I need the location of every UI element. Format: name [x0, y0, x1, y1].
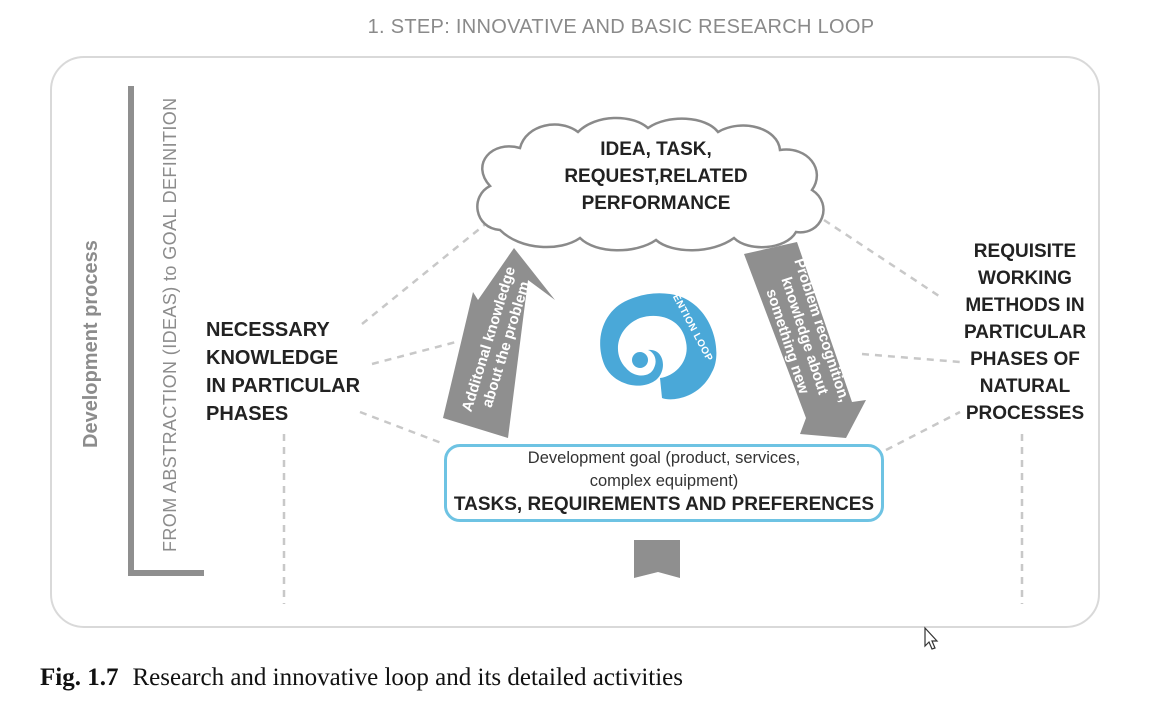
cloud-text: IDEA, TASK, REQUEST,RELATED PERFORMANCE: [548, 136, 764, 217]
figure-caption: Fig. 1.7 Research and innovative loop and…: [40, 664, 683, 692]
cloud-line: IDEA, TASK,: [600, 139, 712, 160]
dashed-line-left-mid: [371, 340, 457, 366]
axis-vertical-line: [128, 86, 134, 576]
figure-caption-text: Research and innovative loop and its det…: [132, 664, 683, 691]
left-block-line: KNOWLEDGE: [206, 347, 339, 369]
mouse-cursor-icon: [924, 626, 939, 650]
requisite-methods-block: REQUISITE WORKING METHODS IN PARTICULAR …: [940, 238, 1110, 427]
right-block-line: WORKING: [978, 268, 1072, 289]
development-goal-box: [444, 444, 884, 522]
dashed-line-right-bottom: [885, 410, 961, 452]
left-block-line: NECESSARY: [206, 319, 330, 341]
right-block-line: PROCESSES: [965, 403, 1085, 424]
goal-description-line: complex equipment): [589, 472, 739, 490]
left-block-line: IN PARTICULAR: [206, 375, 361, 397]
axis-horizontal-line: [128, 570, 204, 576]
spiral-icon: [600, 293, 717, 400]
goal-main-label: TASKS, REQUIREMENTS AND PREFERENCES: [453, 494, 875, 515]
necessary-knowledge-block: NECESSARY KNOWLEDGE IN PARTICULAR PHASES: [206, 316, 386, 428]
down-chevron-arrow: [634, 540, 680, 578]
diagram-frame: [50, 56, 1100, 628]
right-block-line: REQUISITE: [973, 241, 1077, 262]
cloud-line: REQUEST,RELATED: [564, 166, 748, 187]
goal-description-line: Development goal (product, services,: [527, 449, 801, 467]
right-down-arrow: [744, 242, 866, 438]
cloud-line: PERFORMANCE: [581, 193, 731, 214]
diagram-step-title: 1. STEP: INNOVATIVE AND BASIC RESEARCH L…: [367, 16, 875, 38]
cloud-shape: [476, 116, 825, 252]
right-block-line: NATURAL: [979, 376, 1071, 397]
dashed-line-right-mid: [861, 352, 961, 364]
dashed-line-left-top: [361, 221, 489, 325]
left-up-arrow: [443, 248, 555, 438]
right-block-line: METHODS IN: [965, 295, 1085, 316]
dashed-line-right-top: [823, 218, 943, 300]
dashed-line-left-bottom: [359, 410, 445, 446]
dashed-connectors: [282, 218, 1024, 604]
left-block-line: PHASES: [206, 403, 289, 425]
right-block-line: PHASES OF: [970, 349, 1080, 370]
figure-number: Fig. 1.7: [40, 664, 119, 691]
right-block-line: PARTICULAR: [963, 322, 1087, 343]
